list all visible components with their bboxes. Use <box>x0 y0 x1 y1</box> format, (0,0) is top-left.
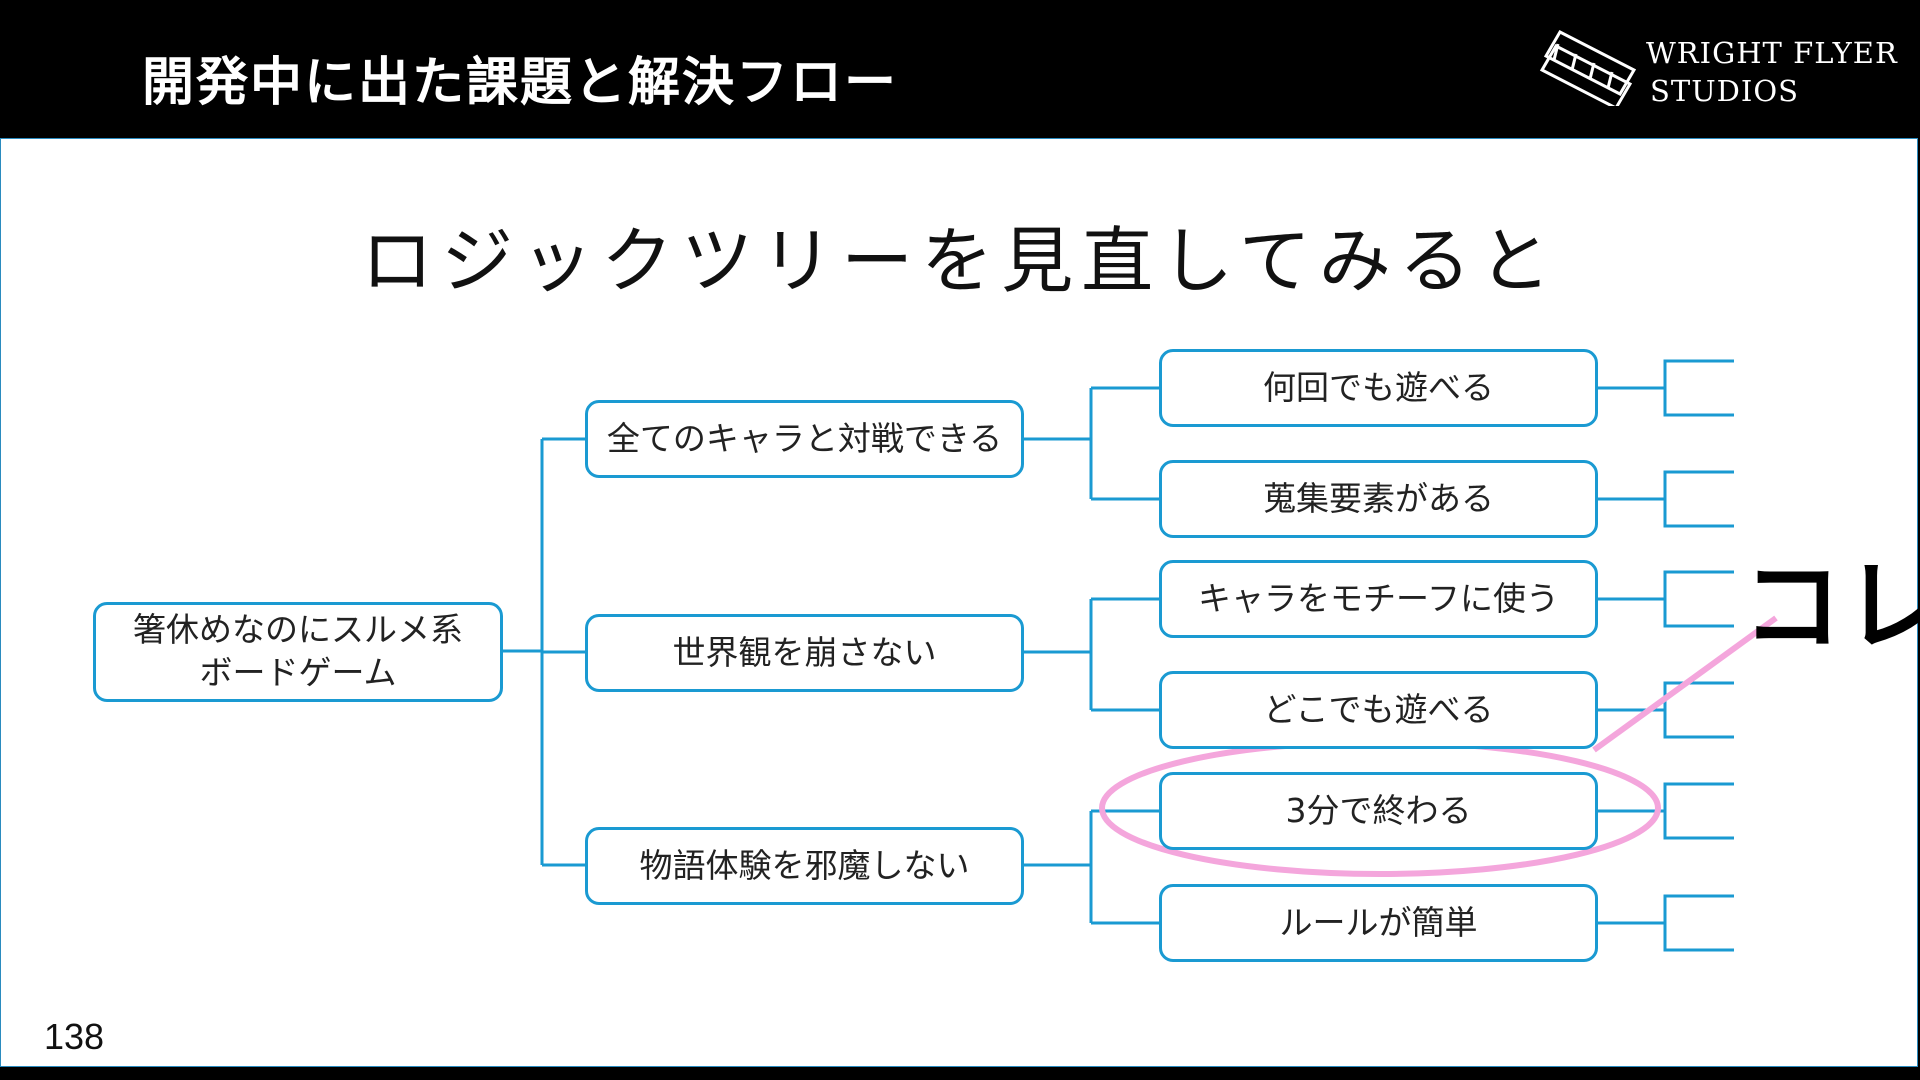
connector-next-level-stub <box>1663 570 1734 628</box>
tree-leaf-node: 何回でも遊べる <box>1159 349 1598 427</box>
connector-next-level-stub <box>1663 359 1734 417</box>
tree-branch-node: 物語体験を邪魔しない <box>585 827 1024 905</box>
connector-next-level-stub <box>1663 894 1734 952</box>
tree-branch-node: 世界観を崩さない <box>585 614 1024 692</box>
callout-label: コレ <box>1742 548 1920 665</box>
company-logo: WRIGHT FLYER STUDIOS <box>1538 26 1908 116</box>
tree-leaf-node: 蒐集要素がある <box>1159 460 1598 538</box>
logo-text-line1: WRIGHT FLYER <box>1646 36 1898 70</box>
connector-next-level-stub <box>1663 681 1734 739</box>
bottom-bar <box>0 1067 1920 1080</box>
connector-next-level-stub <box>1663 782 1734 840</box>
tree-branch-node: 全てのキャラと対戦できる <box>585 400 1024 478</box>
header-title: 開発中に出た課題と解決フロー <box>142 53 899 113</box>
callout-pointer-line <box>1592 615 1778 753</box>
tree-leaf-node: どこでも遊べる <box>1159 671 1598 749</box>
tree-leaf-node: ルールが簡単 <box>1159 884 1598 962</box>
biplane-logo-icon <box>1539 30 1637 106</box>
tree-root-node: 箸休めなのにスルメ系 ボードゲーム <box>93 602 503 702</box>
logo-text-line2: STUDIOS <box>1650 74 1799 108</box>
tree-leaf-node: キャラをモチーフに使う <box>1159 560 1598 638</box>
tree-leaf-node-highlighted: 3分で終わる <box>1159 772 1598 850</box>
slide-heading: ロジックツリーを見直してみると <box>361 219 1559 303</box>
header-bar: 開発中に出た課題と解決フロー WRIGHT FLYER STUDIOS <box>0 0 1920 138</box>
page-number: 138 <box>44 1016 105 1057</box>
connector-next-level-stub <box>1663 470 1734 528</box>
